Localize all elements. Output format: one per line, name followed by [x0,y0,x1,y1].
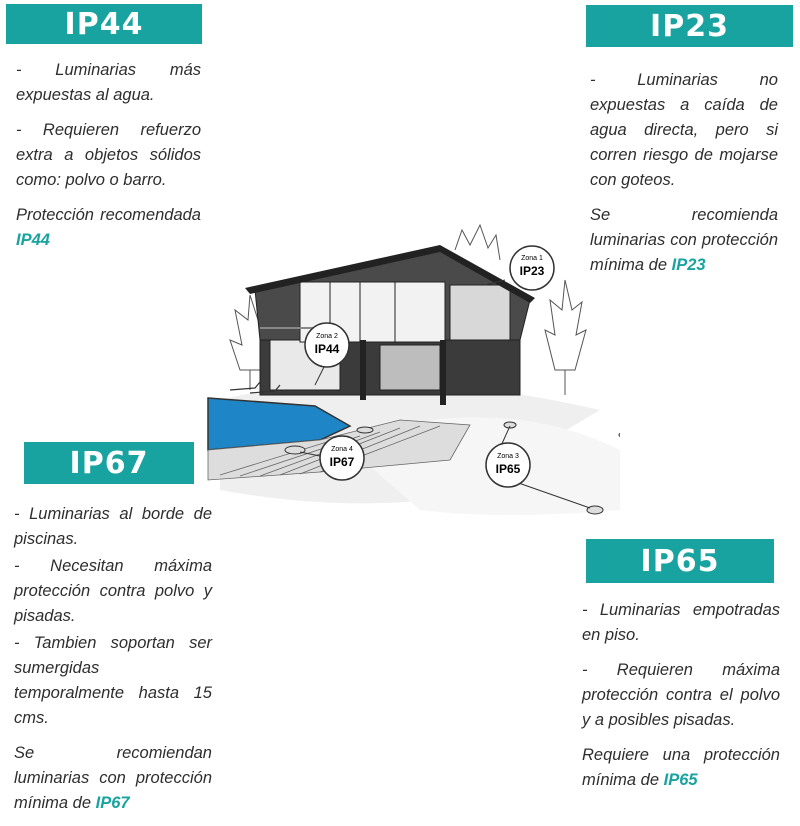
ip65-recommendation: Requiere una protección mínima de IP65 [582,746,780,789]
ip44-badge: IP44 [6,4,202,44]
ip23-recommendation: Se recomienda luminarias con protección … [590,206,778,274]
svg-text:Zona 2: Zona 2 [316,333,338,340]
ip65-badge: IP65 [586,539,774,583]
zone-callout-4: Zona 4 IP67 [319,435,365,481]
svg-text:IP67: IP67 [330,455,355,469]
svg-text:Zona 4: Zona 4 [331,446,353,453]
ip44-recommendation: Protección recomendada IP44 [16,206,201,249]
svg-text:Zona 3: Zona 3 [497,453,519,460]
ip65-point: - Requieren máxima protección contra el … [582,661,780,729]
svg-text:Zona 1: Zona 1 [521,255,543,262]
ip65-point: - Luminarias empotradas en piso. [582,601,780,644]
ip67-point: - Tambien soportan ser sumergidas tempor… [14,634,212,727]
ip23-point: - Luminarias no expuestas a caída de agu… [590,71,778,189]
ip67-point: - Necesitan máxima protección contra pol… [14,557,212,625]
house-illustration: Zona 1 IP23 Zona 2 IP44 Zona 3 IP65 Zona… [207,223,620,515]
ip44-description: - Luminarias más expuestas al agua. - Re… [16,58,201,263]
ip44-point: - Luminarias más expuestas al agua. [16,61,201,104]
zone-callout-3: Zona 3 IP65 [485,442,531,488]
ip67-recommendation: Se recomiendan luminarias con protección… [14,744,212,812]
zone-callout-1: Zona 1 IP23 [509,245,555,291]
ip23-badge: IP23 [586,5,793,47]
ip65-description: - Luminarias empotradas en piso. - Requi… [582,598,780,803]
svg-text:IP65: IP65 [496,462,521,476]
pool [207,397,352,451]
ip67-code: IP67 [95,794,130,812]
svg-text:IP23: IP23 [520,264,545,278]
ip67-point: - Luminarias al borde de piscinas. [14,505,212,548]
svg-text:IP44: IP44 [315,342,340,356]
ip44-point: - Requieren refuerzo extra a objetos sól… [16,121,201,189]
ip23-code: IP23 [671,256,706,274]
ip65-code: IP65 [663,771,698,789]
ip67-description: - Luminarias al borde de piscinas. - Nec… [14,502,212,826]
ip44-code: IP44 [16,231,50,249]
zone-callout-2: Zona 2 IP44 [304,322,350,368]
ip23-description: - Luminarias no expuestas a caída de agu… [590,68,778,288]
ip67-badge: IP67 [24,442,194,484]
